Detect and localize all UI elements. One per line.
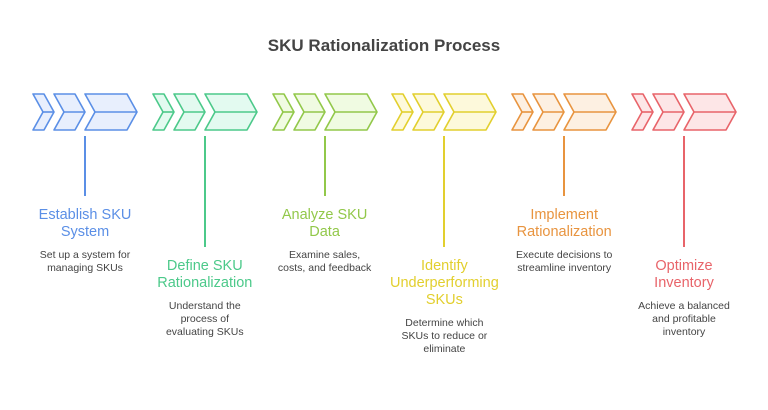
connector-line [84, 136, 86, 196]
step-title-line: SKUs [425, 292, 463, 308]
step-title-line: Underperforming [389, 275, 499, 291]
step-description-line: Achieve a balanced [638, 300, 730, 312]
step-title-line: Implement [530, 207, 599, 223]
step-description: Examine sales,costs, and feedback [255, 249, 395, 275]
step-description-line: Understand the [168, 300, 241, 312]
step-description-line: Examine sales, [288, 249, 361, 261]
connector-line [443, 136, 446, 247]
step-title-line: Rationalization [157, 275, 253, 291]
step-title-line: Identify [421, 258, 468, 274]
step-title-line: Establish SKU [38, 207, 132, 223]
step-description-line: evaluating SKUs [165, 326, 244, 338]
step-title-line: Analyze SKU [281, 207, 368, 223]
step-title-line: Rationalization [516, 224, 612, 240]
step-title-line: Define SKU [166, 258, 243, 274]
chevron-arrows-icon [271, 93, 378, 131]
step-description-line: process of [180, 313, 230, 325]
step-title-line: Data [309, 224, 340, 240]
connector-line [203, 136, 206, 247]
connector-line [563, 136, 566, 196]
step-description-line: Set up a system for [39, 249, 131, 261]
step-description-line: costs, and feedback [277, 262, 372, 274]
step-description-line: streamline inventory [517, 262, 612, 274]
step-description-line: SKUs to reduce or [401, 330, 488, 342]
chevron-arrows-icon [511, 93, 617, 131]
step-description-line: managing SKUs [47, 262, 123, 274]
chevron-arrows-icon [151, 93, 258, 131]
step-title-line: Inventory [654, 275, 714, 291]
step-description-line: inventory [662, 326, 706, 338]
step-description-line: eliminate [423, 343, 466, 355]
step-description-line: Execute decisions to [516, 249, 613, 261]
chevron-arrows-icon [32, 93, 138, 131]
step-title-line: System [60, 224, 110, 240]
diagram-title: SKU Rationalization Process [267, 36, 501, 55]
step-description-line: Determine which [405, 317, 484, 329]
step-description-line: and profitable [652, 313, 716, 325]
connector-line [323, 136, 326, 196]
connector-line [683, 136, 685, 247]
chevron-arrows-icon [391, 93, 498, 131]
step-title-line: Optimize [655, 258, 713, 274]
chevron-arrows-icon [631, 93, 737, 131]
